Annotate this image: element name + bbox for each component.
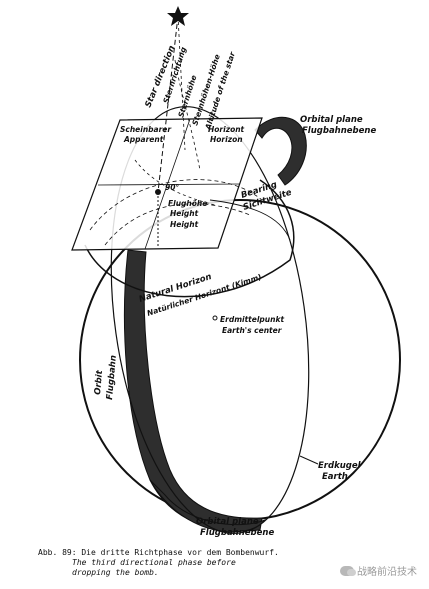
orbital-band-left — [124, 249, 263, 532]
label-flugbahnebene-top: Flugbahnebene — [302, 126, 376, 136]
natural-horizon-arc — [84, 179, 295, 298]
label-earth-center: Earth's center — [222, 326, 283, 335]
watermark: 战略前沿技术 — [340, 563, 417, 578]
star-altitude-line — [177, 15, 186, 151]
label-horizont: Horizont — [208, 125, 245, 134]
label-flugbahnebene-bottom: Flugbahnebene — [200, 528, 274, 538]
label-height-2: Height — [170, 220, 199, 229]
label-orbit: Orbit — [93, 369, 105, 395]
label-erdmittelpunkt: Erdmittelpunkt — [220, 315, 284, 324]
label-orbital-plane-bottom: Orbital plane — [196, 517, 259, 527]
wechat-icon — [340, 565, 356, 576]
caption-german: Abb. 89: Die dritte Richtphase vor dem B… — [38, 548, 279, 557]
star-direction-line — [157, 15, 179, 193]
label-horizon: Horizon — [210, 135, 243, 144]
label-earth: Earth — [322, 472, 348, 482]
dashed-curve-1 — [89, 179, 263, 231]
label-height-1: Height — [170, 209, 199, 218]
dashed-curve-3 — [134, 159, 216, 206]
figure-caption: Abb. 89: Die dritte Richtphase vor dem B… — [38, 548, 338, 578]
label-flugbahn: Flugbahn — [105, 355, 119, 400]
label-flughohe: Flughöhe — [168, 199, 207, 208]
label-orbital-plane-top: Orbital plane — [300, 115, 363, 125]
earth-center-dot — [212, 315, 218, 321]
orbit-ellipse — [110, 106, 310, 534]
star-icon — [167, 6, 189, 26]
apparent-horizon-plane — [71, 117, 263, 251]
earth-leader-line — [299, 455, 319, 465]
label-90-deg: 90° — [165, 183, 179, 192]
plane-divider — [144, 118, 191, 250]
watermark-text: 战略前沿技术 — [357, 567, 417, 578]
star-altitude-arc — [174, 59, 201, 171]
label-apparent: Apparent — [123, 135, 164, 144]
plane-horizontal — [97, 183, 241, 186]
caption-english-2: dropping the bomb. — [72, 568, 159, 577]
orbital-band-top — [254, 116, 307, 186]
label-erdkugel: Erdkugel — [318, 461, 362, 471]
caption-english-1: The third directional phase before — [72, 558, 236, 567]
dashed-curve-2 — [104, 203, 251, 246]
label-scheinbarer: Scheinbarer — [120, 125, 172, 134]
bearing-arc — [209, 199, 291, 241]
